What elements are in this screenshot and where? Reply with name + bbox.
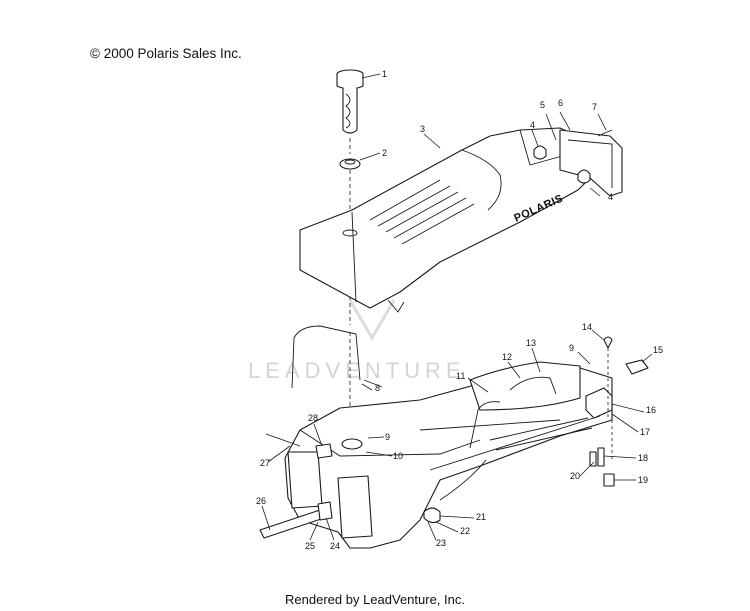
callout-15: 15 xyxy=(653,345,663,355)
callout-16: 16 xyxy=(646,405,656,415)
callout-4a: 4 xyxy=(530,120,535,130)
callout-7: 7 xyxy=(592,102,597,112)
callout-6: 6 xyxy=(558,98,563,108)
callout-12: 12 xyxy=(502,352,512,362)
copyright-notice: © 2000 Polaris Sales Inc. xyxy=(90,46,242,61)
callout-28: 28 xyxy=(308,413,318,423)
callout-3: 3 xyxy=(420,124,425,134)
callout-27: 27 xyxy=(260,458,270,468)
callout-8: 8 xyxy=(375,383,380,393)
watermark-text: LEADVENTURE xyxy=(248,358,466,383)
render-credit: Rendered by LeadVenture, Inc. xyxy=(285,592,465,607)
tank-cover: POLARIS xyxy=(299,127,601,313)
callout-9b: 9 xyxy=(569,343,574,353)
hardware xyxy=(423,447,615,524)
grommet xyxy=(339,152,381,170)
callout-23: 23 xyxy=(436,538,446,548)
callout-11: 11 xyxy=(456,371,465,381)
callout-22: 22 xyxy=(460,526,470,536)
fuel-line xyxy=(259,433,333,539)
watermark-logo: LEADVENTURE xyxy=(248,228,466,383)
callout-13: 13 xyxy=(526,338,536,348)
callout-labels: 1 2 3 4 5 6 7 4 8 9 10 11 12 13 14 9 15 … xyxy=(256,69,663,551)
callout-5: 5 xyxy=(540,100,545,110)
callout-18: 18 xyxy=(638,453,648,463)
callout-17: 17 xyxy=(640,427,650,437)
fuel-sender xyxy=(585,336,649,460)
callout-19: 19 xyxy=(638,475,648,485)
callout-24: 24 xyxy=(330,541,340,551)
callout-25: 25 xyxy=(305,541,315,551)
callout-9a: 9 xyxy=(385,432,390,442)
fuel-cap xyxy=(336,69,381,134)
fuel-tank xyxy=(284,361,613,549)
callout-14: 14 xyxy=(582,322,592,332)
vent-hose xyxy=(291,325,373,391)
callout-1: 1 xyxy=(382,69,387,79)
callout-21: 21 xyxy=(476,512,486,522)
callout-20: 20 xyxy=(570,471,580,481)
rear-bracket xyxy=(531,111,623,197)
callout-26: 26 xyxy=(256,496,266,506)
callout-4b: 4 xyxy=(608,192,613,202)
callout-2: 2 xyxy=(382,148,387,158)
callout-10: 10 xyxy=(393,451,403,461)
